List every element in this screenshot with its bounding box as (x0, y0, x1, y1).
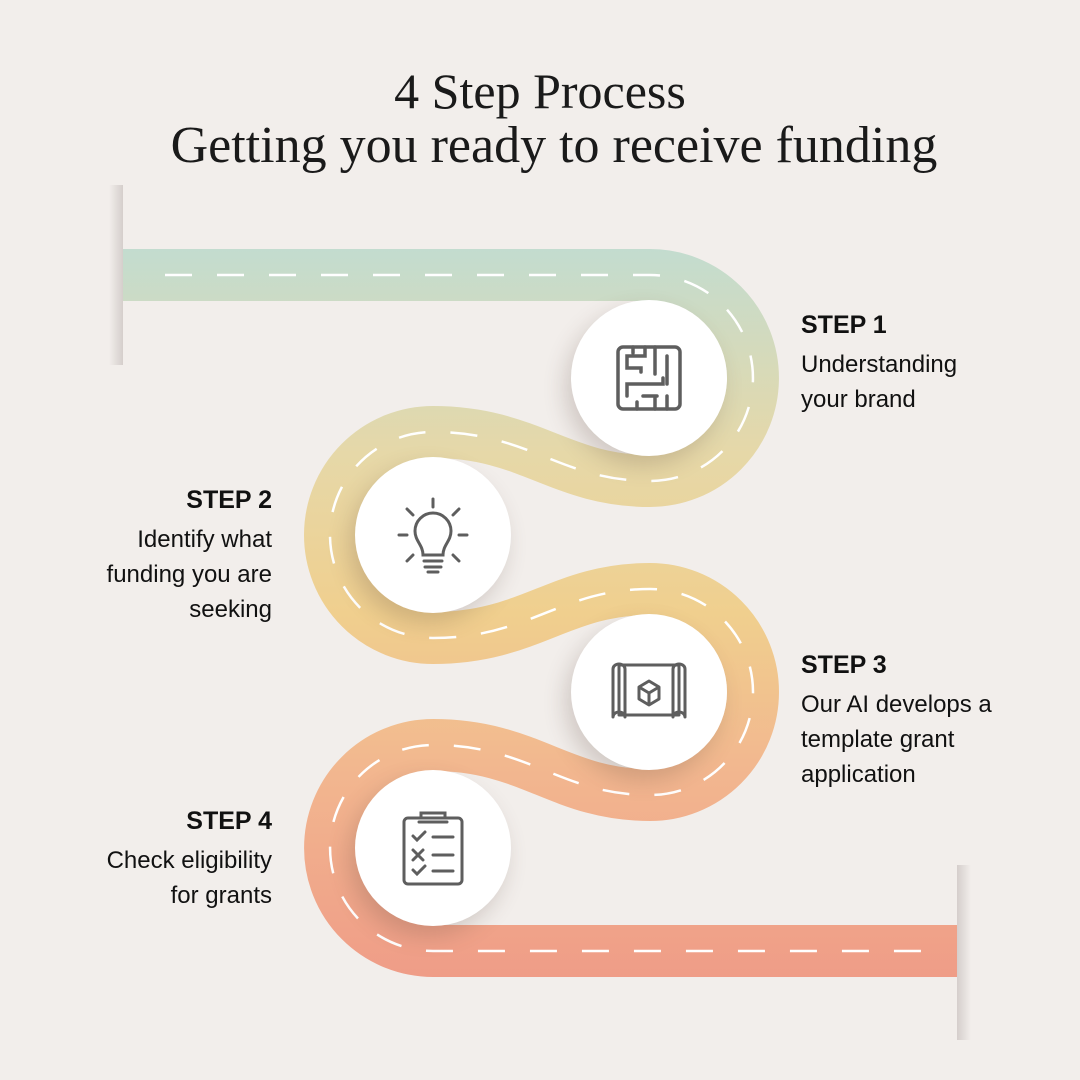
step-1-icon-circle (571, 300, 727, 456)
maze-icon (616, 345, 682, 411)
road-center-dashes (165, 273, 930, 953)
lightbulb-icon (397, 497, 469, 574)
step-3-desc-line: template grant (801, 726, 955, 753)
clipboard-checklist-icon (402, 811, 464, 886)
step-4-label: STEP 4 (186, 807, 272, 835)
step-1-desc-line: Understanding (801, 351, 958, 378)
step-2-icon-circle (355, 457, 511, 613)
title-line-1: 4 Step Process (394, 63, 686, 119)
step-4-desc-line: for grants (170, 882, 272, 909)
step-2-desc-line: funding you are (106, 561, 272, 588)
step-3-text: STEP 3 Our AI develops a template grant … (801, 648, 992, 792)
step-1-desc-line: your brand (801, 386, 916, 413)
step-1-label: STEP 1 (801, 311, 887, 339)
step-4-text: STEP 4 Check eligibility for grants (107, 804, 272, 913)
step-3-label: STEP 3 (801, 651, 887, 679)
road-end-edge (957, 865, 971, 1040)
blueprint-icon (611, 662, 687, 719)
step-2-desc-line: Identify what (137, 526, 272, 553)
step-2-desc-line: seeking (189, 596, 272, 623)
step-1-text: STEP 1 Understanding your brand (801, 308, 957, 417)
step-4-icon-circle (355, 770, 511, 926)
step-3-desc-line: Our AI develops a (801, 691, 992, 718)
title-line-2: Getting you ready to receive funding (170, 117, 938, 174)
step-2-label: STEP 2 (186, 486, 272, 514)
road-start-edge (109, 185, 123, 365)
step-4-desc-line: Check eligibility (106, 847, 272, 874)
step-2-text: STEP 2 Identify what funding you are see… (107, 483, 272, 627)
step-3-icon-circle (571, 614, 727, 770)
step-3-desc-line: application (801, 761, 916, 788)
